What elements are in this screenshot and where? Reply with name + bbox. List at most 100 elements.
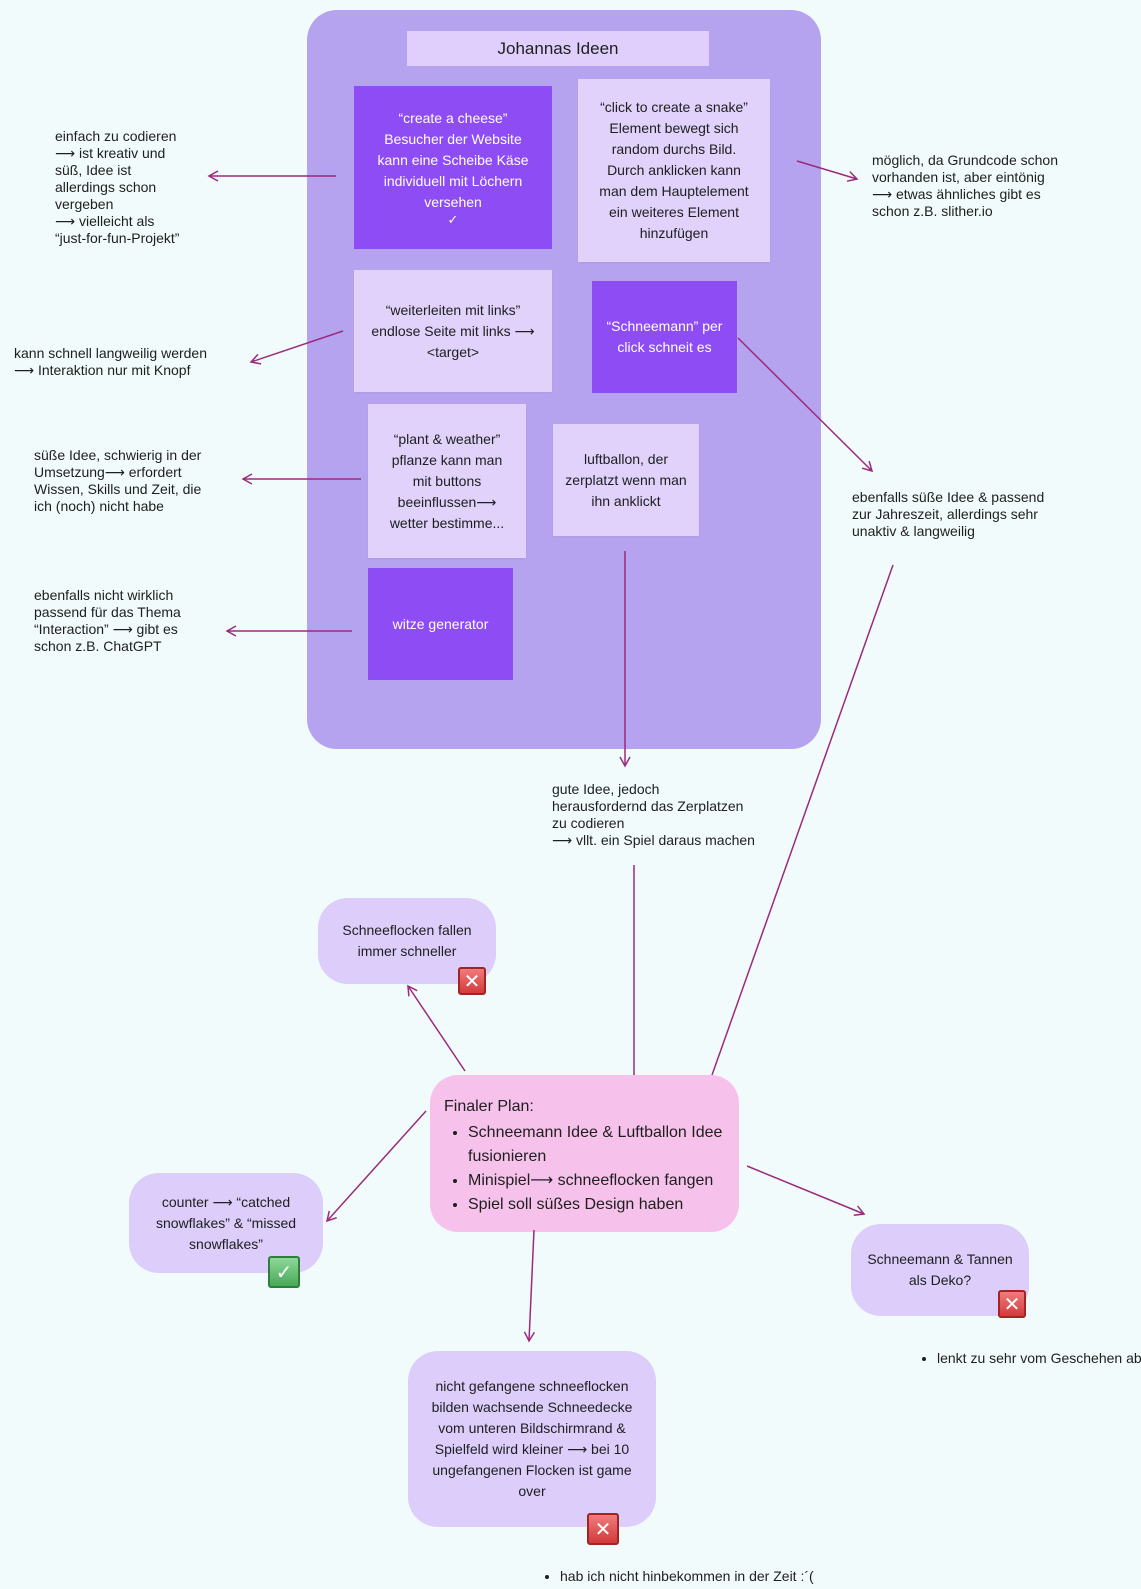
note-line: passend für das Thema	[34, 604, 181, 620]
note-line: ebenfalls nicht wirklich	[34, 587, 174, 603]
sticky-line: “create a cheese”	[398, 110, 508, 126]
bullet-note-item: lenkt zu sehr vom Geschehen ab	[937, 1348, 1141, 1369]
bubble-line: Schneeflocken fallen	[342, 922, 472, 938]
sticky-line: Element bewegt sich	[609, 120, 739, 136]
bubble-line: over	[518, 1483, 546, 1499]
note-line: ⟶ etwas ähnliches gibt es	[872, 186, 1041, 202]
bubble-line: snowflakes” & “missed	[155, 1214, 297, 1231]
bullet-note-deko: lenkt zu sehr vom Geschehen ab	[917, 1348, 1141, 1369]
note-line: ⟶ vllt. ein Spiel daraus machen	[552, 832, 755, 848]
sticky-line: witze generator	[392, 615, 489, 632]
arrow-plan-deko	[746, 1165, 866, 1216]
note-line: Wissen, Skills und Zeit, die	[34, 481, 202, 497]
cross-mark-icon: ✕	[458, 967, 486, 995]
sticky-line: individuell mit Löchern	[383, 173, 523, 189]
sticky-line: “plant & weather”	[393, 430, 501, 447]
note-line: vergeben	[55, 196, 114, 212]
sticky-line: “click to create a snake”	[600, 99, 748, 115]
check-mark-icon: ✓	[268, 1256, 300, 1288]
sticky-schneemann[interactable]: “Schneemann” per click schneit es	[592, 281, 737, 393]
bubble-line: Spielfeld wird kleiner ⟶ bei 10	[434, 1441, 630, 1457]
note-line: süße Idee, schwierig in der	[34, 447, 202, 463]
note-line: ebenfalls süße Idee & passend	[852, 489, 1045, 505]
note-line: ich (noch) nicht habe	[34, 498, 164, 514]
final-plan[interactable]: Finaler Plan: Schneemann Idee & Luftball…	[430, 1075, 739, 1232]
note-line: gute Idee, jedoch	[552, 781, 660, 797]
plan-title: Finaler Plan:	[444, 1098, 534, 1115]
sticky-line: luftballon, der	[583, 450, 669, 467]
cross-mark-icon: ✕	[587, 1513, 619, 1545]
sticky-line: Besucher der Website	[384, 131, 522, 147]
sticky-create-a-cheese[interactable]: “create a cheese” Besucher der Website k…	[354, 86, 552, 249]
bubble-line: snowflakes”	[189, 1235, 263, 1252]
bubble-line: als Deko?	[908, 1272, 972, 1288]
sticky-line: ihn anklickt	[591, 492, 661, 509]
note-line: zur Jahreszeit, allerdings sehr	[852, 506, 1038, 522]
arrow-plan-faster	[407, 984, 466, 1072]
bullet-note-snowcover: hab ich nicht hinbekommen in der Zeit :´…	[540, 1566, 880, 1587]
note-line: unaktiv & langweilig	[852, 523, 975, 539]
note-line: herausfordernd das Zerplatzen	[552, 798, 744, 814]
note-line: allerdings schon	[55, 179, 157, 195]
sticky-line: versehen	[424, 194, 482, 210]
arrow-plan-counter	[325, 1110, 427, 1223]
note-plant: süße Idee, schwierig in der Umsetzung⟶ e…	[34, 447, 201, 515]
sticky-line: click schneit es	[617, 339, 712, 355]
bubble-line: counter ⟶ “catched	[161, 1193, 291, 1210]
note-balloon: gute Idee, jedoch herausfordernd das Zer…	[552, 781, 755, 849]
note-links: kann schnell langweilig werden ⟶ Interak…	[14, 345, 207, 379]
note-line: schon z.B. slither.io	[872, 203, 993, 219]
note-line: ⟶ vielleicht als	[55, 213, 155, 229]
note-line: möglich, da Grundcode schon	[872, 152, 1058, 168]
bubble-line: bilden wachsende Schneedecke	[431, 1399, 633, 1415]
bubble-line: vom unteren Bildschirmrand &	[438, 1420, 626, 1436]
note-line: schon z.B. ChatGPT	[34, 638, 162, 654]
arrow-plan-snowcover	[523, 1229, 536, 1343]
plan-list: Schneemann Idee & Luftballon Idee fusion…	[444, 1121, 727, 1217]
sticky-line: pflanze kann man	[391, 451, 503, 468]
sticky-luftballon[interactable]: luftballon, der zerplatzt wenn man ihn a…	[553, 424, 699, 536]
note-line: “Interaction” ⟶ gibt es	[34, 621, 178, 637]
sticky-line: mit buttons	[412, 472, 482, 489]
sticky-plant-and-weather[interactable]: “plant & weather” pflanze kann man mit b…	[368, 404, 526, 558]
note-line: vorhanden ist, aber eintönig	[872, 169, 1045, 185]
sticky-weiterleiten-mit-links[interactable]: “weiterleiten mit links” endlose Seite m…	[354, 270, 552, 392]
plan-item: Schneemann Idee & Luftballon Idee fusion…	[468, 1121, 727, 1169]
note-jokes: ebenfalls nicht wirklich passend für das…	[34, 587, 181, 655]
note-line: ⟶ ist kreativ und	[55, 145, 166, 161]
bullet-note-item: hab ich nicht hinbekommen in der Zeit :´…	[560, 1566, 880, 1587]
note-line: süß, Idee ist	[55, 162, 132, 178]
note-snake: möglich, da Grundcode schon vorhanden is…	[872, 152, 1058, 220]
sticky-witze-generator[interactable]: witze generator	[368, 568, 513, 680]
bubble-schneedecke[interactable]: nicht gefangene schneeflocken bilden wac…	[408, 1351, 656, 1527]
sticky-line: <target>	[426, 343, 480, 360]
note-snowman: ebenfalls süße Idee & passend zur Jahres…	[852, 489, 1044, 540]
sticky-line: random durchs Bild.	[611, 141, 737, 157]
note-line: einfach zu codieren	[55, 128, 177, 144]
bubble-line: nicht gefangene schneeflocken	[435, 1378, 629, 1394]
sticky-line: beeinflussen⟶	[397, 493, 497, 510]
bubble-line: ungefangenen Flocken ist game	[432, 1462, 632, 1478]
sticky-line: zerplatzt wenn man	[565, 471, 687, 488]
cross-mark-icon: ✕	[998, 1290, 1026, 1318]
sticky-line: Durch anklicken kann	[607, 162, 741, 178]
frame-title: Johannas Ideen	[407, 31, 709, 66]
bubble-line: immer schneller	[357, 943, 457, 959]
note-line: zu codieren	[552, 815, 625, 831]
plan-item: Spiel soll süßes Design haben	[468, 1193, 727, 1217]
sticky-line: man dem Hauptelement	[599, 183, 749, 199]
sticky-line: hinzufügen	[639, 225, 709, 241]
sticky-line: “weiterleiten mit links”	[385, 301, 521, 318]
check-mark-icon: ✓	[447, 212, 459, 227]
bubble-line: Schneemann & Tannen	[867, 1251, 1013, 1267]
sticky-line: kann eine Scheibe Käse	[377, 152, 529, 168]
note-line: “just-for-fun-Projekt”	[55, 230, 180, 246]
note-cheese: einfach zu codieren ⟶ ist kreativ und sü…	[55, 128, 179, 247]
sticky-line: ein weiteres Element	[609, 204, 739, 220]
plan-item: Minispiel⟶ schneeflocken fangen	[468, 1169, 727, 1193]
sticky-line: “Schneemann” per	[606, 318, 723, 334]
sticky-line: wetter bestimme...	[389, 514, 505, 531]
sticky-click-to-create-a-snake[interactable]: “click to create a snake” Element bewegt…	[578, 79, 770, 262]
note-line: Umsetzung⟶ erfordert	[34, 464, 182, 480]
sticky-line: endlose Seite mit links ⟶	[371, 322, 535, 339]
